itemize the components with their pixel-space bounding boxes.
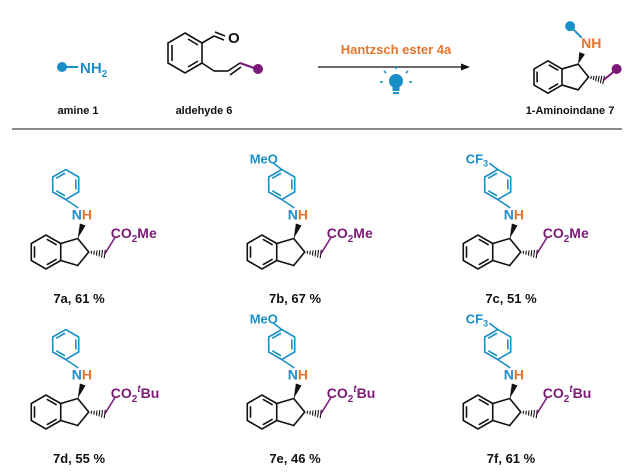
product-nh: NH: [581, 35, 601, 51]
compound-7b: NH MeO CO2Me 7b, 67 %: [246, 152, 373, 306]
aryl-substituent: MeO: [250, 312, 278, 327]
aryl-substituent: CF3: [466, 152, 488, 169]
amine-nh: NH: [72, 367, 92, 383]
product-blue-dot: [565, 21, 576, 32]
ester-group: CO2Me: [327, 225, 373, 245]
amine-nh2: NH2: [80, 60, 108, 80]
reagent-label: Hantzsch ester 4a: [341, 42, 452, 57]
amine-nh: NH: [72, 207, 92, 223]
compound-7a: NH CO2Me 7a, 61 %: [30, 168, 157, 306]
product-purple-dot: [611, 64, 622, 74]
ester-group: CO2Me: [111, 225, 157, 245]
ester-group: CO2tBu: [327, 384, 376, 405]
amine-dot: [57, 62, 67, 72]
compound-label: 7c, 51 %: [485, 291, 537, 306]
compound-label: 7e, 46 %: [269, 451, 321, 466]
aldehyde-dot: [253, 64, 263, 74]
compound-7e: NH MeO CO2tBu 7e, 46 %: [246, 312, 376, 466]
aldehyde-oxygen: O: [228, 30, 240, 47]
amine-label: amine 1: [58, 105, 99, 117]
amine-nh: NH: [504, 207, 524, 223]
ester-group: CO2Me: [543, 225, 589, 245]
compound-label: 7b, 67 %: [269, 291, 321, 306]
compound-label: 7a, 61 %: [53, 291, 105, 306]
reaction-arrow: [318, 63, 470, 71]
compound-label: 7d, 55 %: [53, 451, 105, 466]
amine-nh: NH: [288, 367, 308, 383]
amine-structure: NH2: [57, 60, 108, 80]
amine-nh: NH: [288, 207, 308, 223]
aryl-substituent: MeO: [250, 152, 278, 167]
product-structure: NH: [533, 21, 622, 95]
aldehyde-label: aldehyde 6: [176, 105, 233, 117]
aldehyde-structure: [167, 31, 255, 76]
product-label: 1-Aminoindane 7: [526, 105, 615, 117]
compound-7d: NH CO2tBu 7d, 55 %: [30, 328, 160, 466]
light-bulb-icon: [380, 66, 412, 94]
ester-group: CO2tBu: [111, 384, 160, 405]
ester-group: CO2tBu: [543, 384, 592, 405]
compound-label: 7f, 61 %: [487, 451, 536, 466]
aryl-substituent: CF3: [466, 312, 488, 329]
amine-nh: NH: [504, 367, 524, 383]
